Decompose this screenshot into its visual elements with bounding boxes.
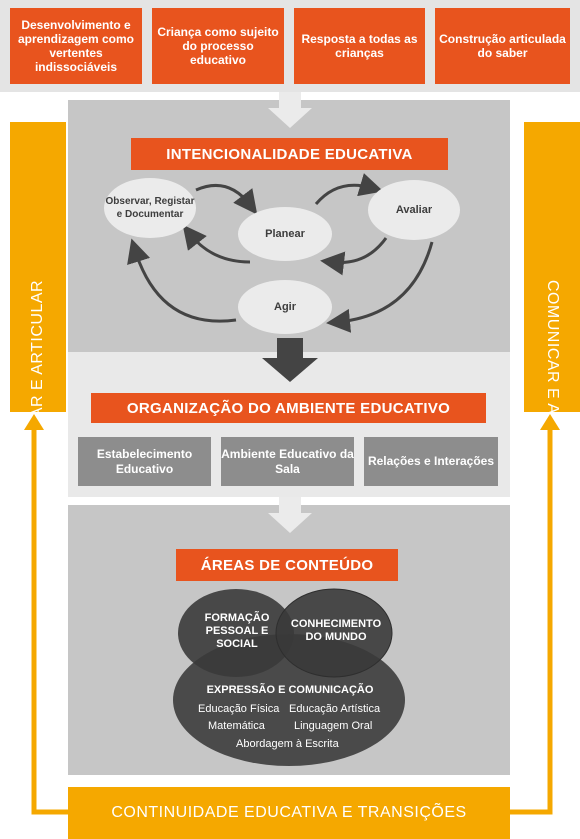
cycle-arrow-evaluate-act bbox=[326, 241, 434, 333]
connector-right bbox=[510, 428, 553, 815]
venn-world bbox=[276, 589, 392, 677]
subject-item: Matemática bbox=[208, 720, 265, 732]
subject-item: Abordagem à Escrita bbox=[236, 738, 339, 750]
subject-item: Educação Física bbox=[198, 703, 280, 715]
venn-label-expression: EXPRESSÃO E COMUNICAÇÃO bbox=[206, 684, 374, 696]
venn-overlap-outline bbox=[275, 588, 393, 678]
environment-title: ORGANIZAÇÃO DO AMBIENTE EDUCATIVO bbox=[91, 393, 486, 423]
continuity-bar: CONTINUIDADE EDUCATIVA E TRANSIÇÕES bbox=[68, 787, 510, 839]
content-areas-title: ÁREAS DE CONTEÚDO bbox=[176, 549, 398, 581]
arrow-down-dark bbox=[262, 338, 318, 382]
cycle-arrow-plan-observe bbox=[182, 224, 251, 264]
cycle-node-plan: Planear bbox=[238, 207, 332, 261]
cycle-node-observe: Observar, Registar e Documentar bbox=[104, 178, 196, 238]
subject-item: Linguagem Oral bbox=[294, 720, 373, 732]
environment-item: Ambiente Educativo da Sala bbox=[221, 437, 354, 486]
venn-personal-social bbox=[178, 589, 294, 677]
environment-item: Relações e Interações bbox=[364, 437, 498, 486]
cycle-arrow-observe-plan bbox=[195, 183, 258, 215]
right-sidebar: COMUNICAR E ARTICULAR bbox=[524, 122, 580, 498]
cycle-arrow-act-observe bbox=[127, 238, 237, 323]
principle-box: Resposta a todas as crianças bbox=[294, 8, 425, 84]
intentionality-title: INTENCIONALIDADE EDUCATIVA bbox=[131, 138, 448, 170]
arrow-down-light-2 bbox=[268, 497, 312, 533]
arrow-down-light-1 bbox=[268, 92, 312, 128]
connector-left-head bbox=[24, 414, 44, 430]
subject-item: Educação Artística bbox=[289, 703, 381, 715]
cycle-node-act: Agir bbox=[238, 280, 332, 334]
connector-left bbox=[31, 428, 68, 815]
principle-box: Criança como sujeito do processo educati… bbox=[152, 8, 284, 84]
venn-label-personal-social: FORMAÇÃO PESSOAL E SOCIAL bbox=[204, 612, 270, 650]
principle-box: Desenvolvimento e aprendizagem como vert… bbox=[10, 8, 142, 84]
venn-label-world: CONHECIMENTO DO MUNDO bbox=[290, 618, 382, 643]
connector-right-head bbox=[540, 414, 560, 430]
left-sidebar: COMUNICAR E ARTICULAR bbox=[10, 122, 66, 498]
cycle-arrow-evaluate-plan bbox=[320, 237, 388, 276]
environment-item: Estabelecimento Educativo bbox=[78, 437, 211, 486]
cycle-arrow-plan-evaluate bbox=[314, 173, 384, 205]
cycle-node-evaluate: Avaliar bbox=[368, 180, 460, 240]
principle-box: Construção articulada do saber bbox=[435, 8, 570, 84]
